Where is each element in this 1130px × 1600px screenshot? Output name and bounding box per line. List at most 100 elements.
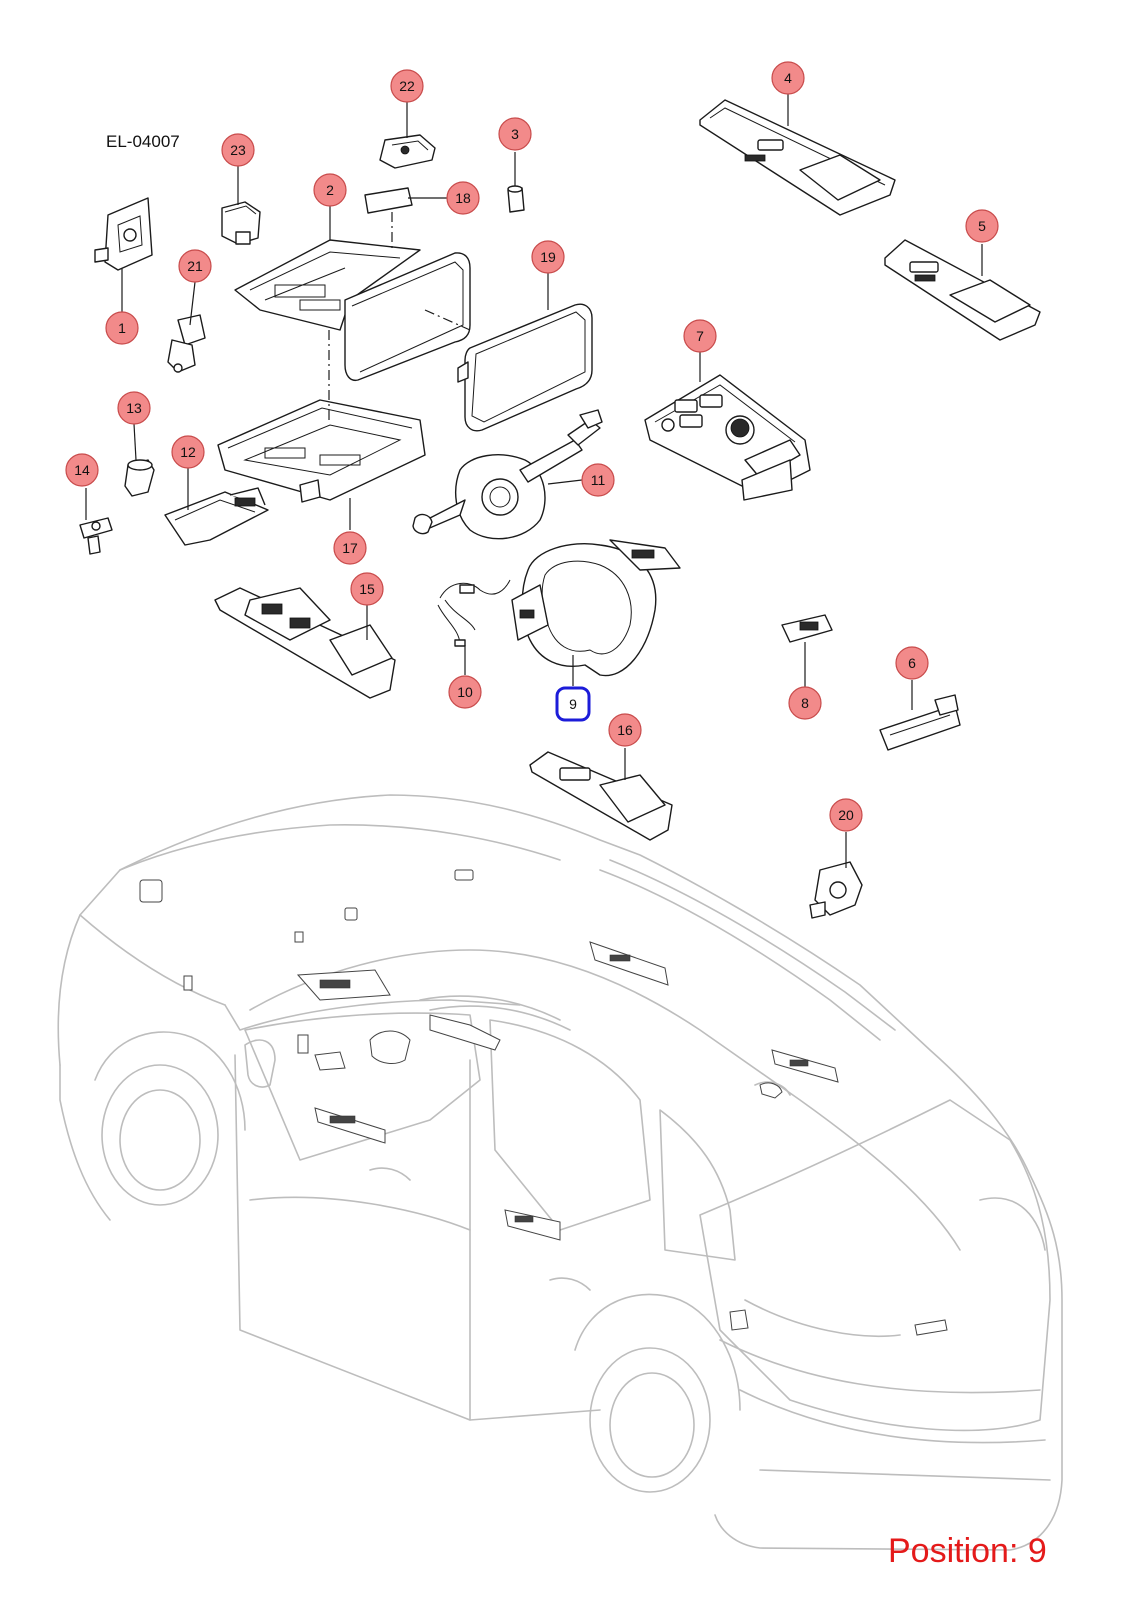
- part-18-cover: [364, 187, 413, 214]
- callout-label: 10: [457, 684, 473, 700]
- part-9-steering-cover: [511, 539, 681, 677]
- callout-label: 3: [511, 126, 519, 142]
- callout-19[interactable]: 19: [531, 240, 565, 274]
- part-6-handle: [879, 694, 961, 751]
- callout-bubble: [117, 391, 151, 425]
- part-17-lower-unit: [217, 399, 426, 503]
- part-14-bracket: [79, 517, 113, 555]
- callout-label: 5: [978, 218, 986, 234]
- callout-bubble: [221, 133, 255, 167]
- callout-16[interactable]: 16: [608, 713, 642, 747]
- part-4-door-switch-panel: [699, 99, 896, 216]
- callout-label: 1: [118, 320, 126, 336]
- callout-18[interactable]: 18: [446, 181, 480, 215]
- callout-bubble: [608, 713, 642, 747]
- part-1-bracket: [94, 197, 153, 271]
- callout-22[interactable]: 22: [390, 69, 424, 103]
- callout-1[interactable]: 1: [105, 311, 139, 345]
- callout-label: 23: [230, 142, 246, 158]
- part-15-door-switch: [214, 587, 396, 699]
- callout-17[interactable]: 17: [333, 531, 367, 565]
- part-23-switch: [221, 201, 261, 245]
- callout-23[interactable]: 23: [221, 133, 255, 167]
- callout-label: 21: [187, 258, 203, 274]
- callout-14[interactable]: 14: [65, 453, 99, 487]
- callout-5[interactable]: 5: [965, 209, 999, 243]
- part-drawings: [79, 99, 1041, 919]
- callout-13[interactable]: 13: [117, 391, 151, 425]
- callout-11[interactable]: 11: [581, 463, 615, 497]
- callout-label: 11: [591, 472, 606, 488]
- callout-21[interactable]: 21: [178, 249, 212, 283]
- callout-bubble: [683, 319, 717, 353]
- callout-label: 22: [399, 78, 415, 94]
- leader-lines: [85, 94, 983, 868]
- callout-bubble: [531, 240, 565, 274]
- callout-bubble: [581, 463, 615, 497]
- part-16-door-switch: [529, 751, 673, 841]
- callout-10[interactable]: 10: [448, 675, 482, 709]
- part-20-latch: [809, 861, 863, 919]
- callout-7[interactable]: 7: [683, 319, 717, 353]
- part-8-switch: [781, 614, 833, 643]
- callout-label: 4: [784, 70, 792, 86]
- callout-20[interactable]: 20: [829, 798, 863, 832]
- callout-bubble: [178, 249, 212, 283]
- callout-label: 16: [617, 722, 633, 738]
- callout-bubble: [771, 61, 805, 95]
- part-21-sensor: [167, 314, 206, 373]
- callout-bubble: [446, 181, 480, 215]
- selected-callout-highlight: [555, 686, 591, 722]
- callout-9[interactable]: 9: [555, 686, 591, 722]
- part-10-harness: [437, 579, 511, 647]
- callout-bubble: [498, 117, 532, 151]
- callout-bubble: [448, 675, 482, 709]
- callout-label: 18: [455, 190, 471, 206]
- callout-label: 19: [540, 249, 556, 265]
- callout-4[interactable]: 4: [771, 61, 805, 95]
- callout-label: 9: [569, 696, 577, 712]
- part-3-plug: [507, 185, 525, 213]
- part-19-display: [457, 303, 593, 432]
- callout-bubble: [105, 311, 139, 345]
- callout-8[interactable]: 8: [788, 686, 822, 720]
- callout-2[interactable]: 2: [313, 173, 347, 207]
- callout-bubble: [895, 646, 929, 680]
- callout-bubble: [788, 686, 822, 720]
- callout-label: 6: [908, 655, 916, 671]
- callout-15[interactable]: 15: [350, 572, 384, 606]
- callout-bubble: [350, 572, 384, 606]
- vehicle-installed-components: [139, 869, 948, 1336]
- callout-3[interactable]: 3: [498, 117, 532, 151]
- callout-label: 12: [180, 444, 196, 460]
- callout-label: 20: [838, 807, 854, 823]
- callout-bubble: [313, 173, 347, 207]
- callout-bubble: [171, 435, 205, 469]
- callout-bubble: [390, 69, 424, 103]
- callout-12[interactable]: 12: [171, 435, 205, 469]
- part-11-combination-switch: [412, 409, 603, 540]
- part-13-connector: [124, 459, 155, 497]
- vehicle-outline: [57, 794, 1063, 1551]
- part-7-console: [644, 374, 811, 501]
- callout-bubble: [65, 453, 99, 487]
- callout-bubble: [965, 209, 999, 243]
- callout-6[interactable]: 6: [895, 646, 929, 680]
- part-12-switch: [164, 487, 269, 546]
- part-22-module: [379, 134, 436, 169]
- position-readout: Position: 9: [888, 1532, 1047, 1570]
- callout-label: 17: [342, 540, 358, 556]
- callout-label: 2: [326, 182, 334, 198]
- callout-label: 13: [126, 400, 142, 416]
- part-5-door-switch-panel: [884, 239, 1041, 341]
- callout-label: 8: [801, 695, 809, 711]
- callout-bubble: [333, 531, 367, 565]
- part-2-control-unit: [234, 239, 471, 382]
- diagram-code: EL-04007: [106, 132, 180, 151]
- callout-bubble: [829, 798, 863, 832]
- callout-label: 15: [359, 581, 375, 597]
- callout-label: 7: [696, 328, 704, 344]
- callout-label: 14: [74, 462, 90, 478]
